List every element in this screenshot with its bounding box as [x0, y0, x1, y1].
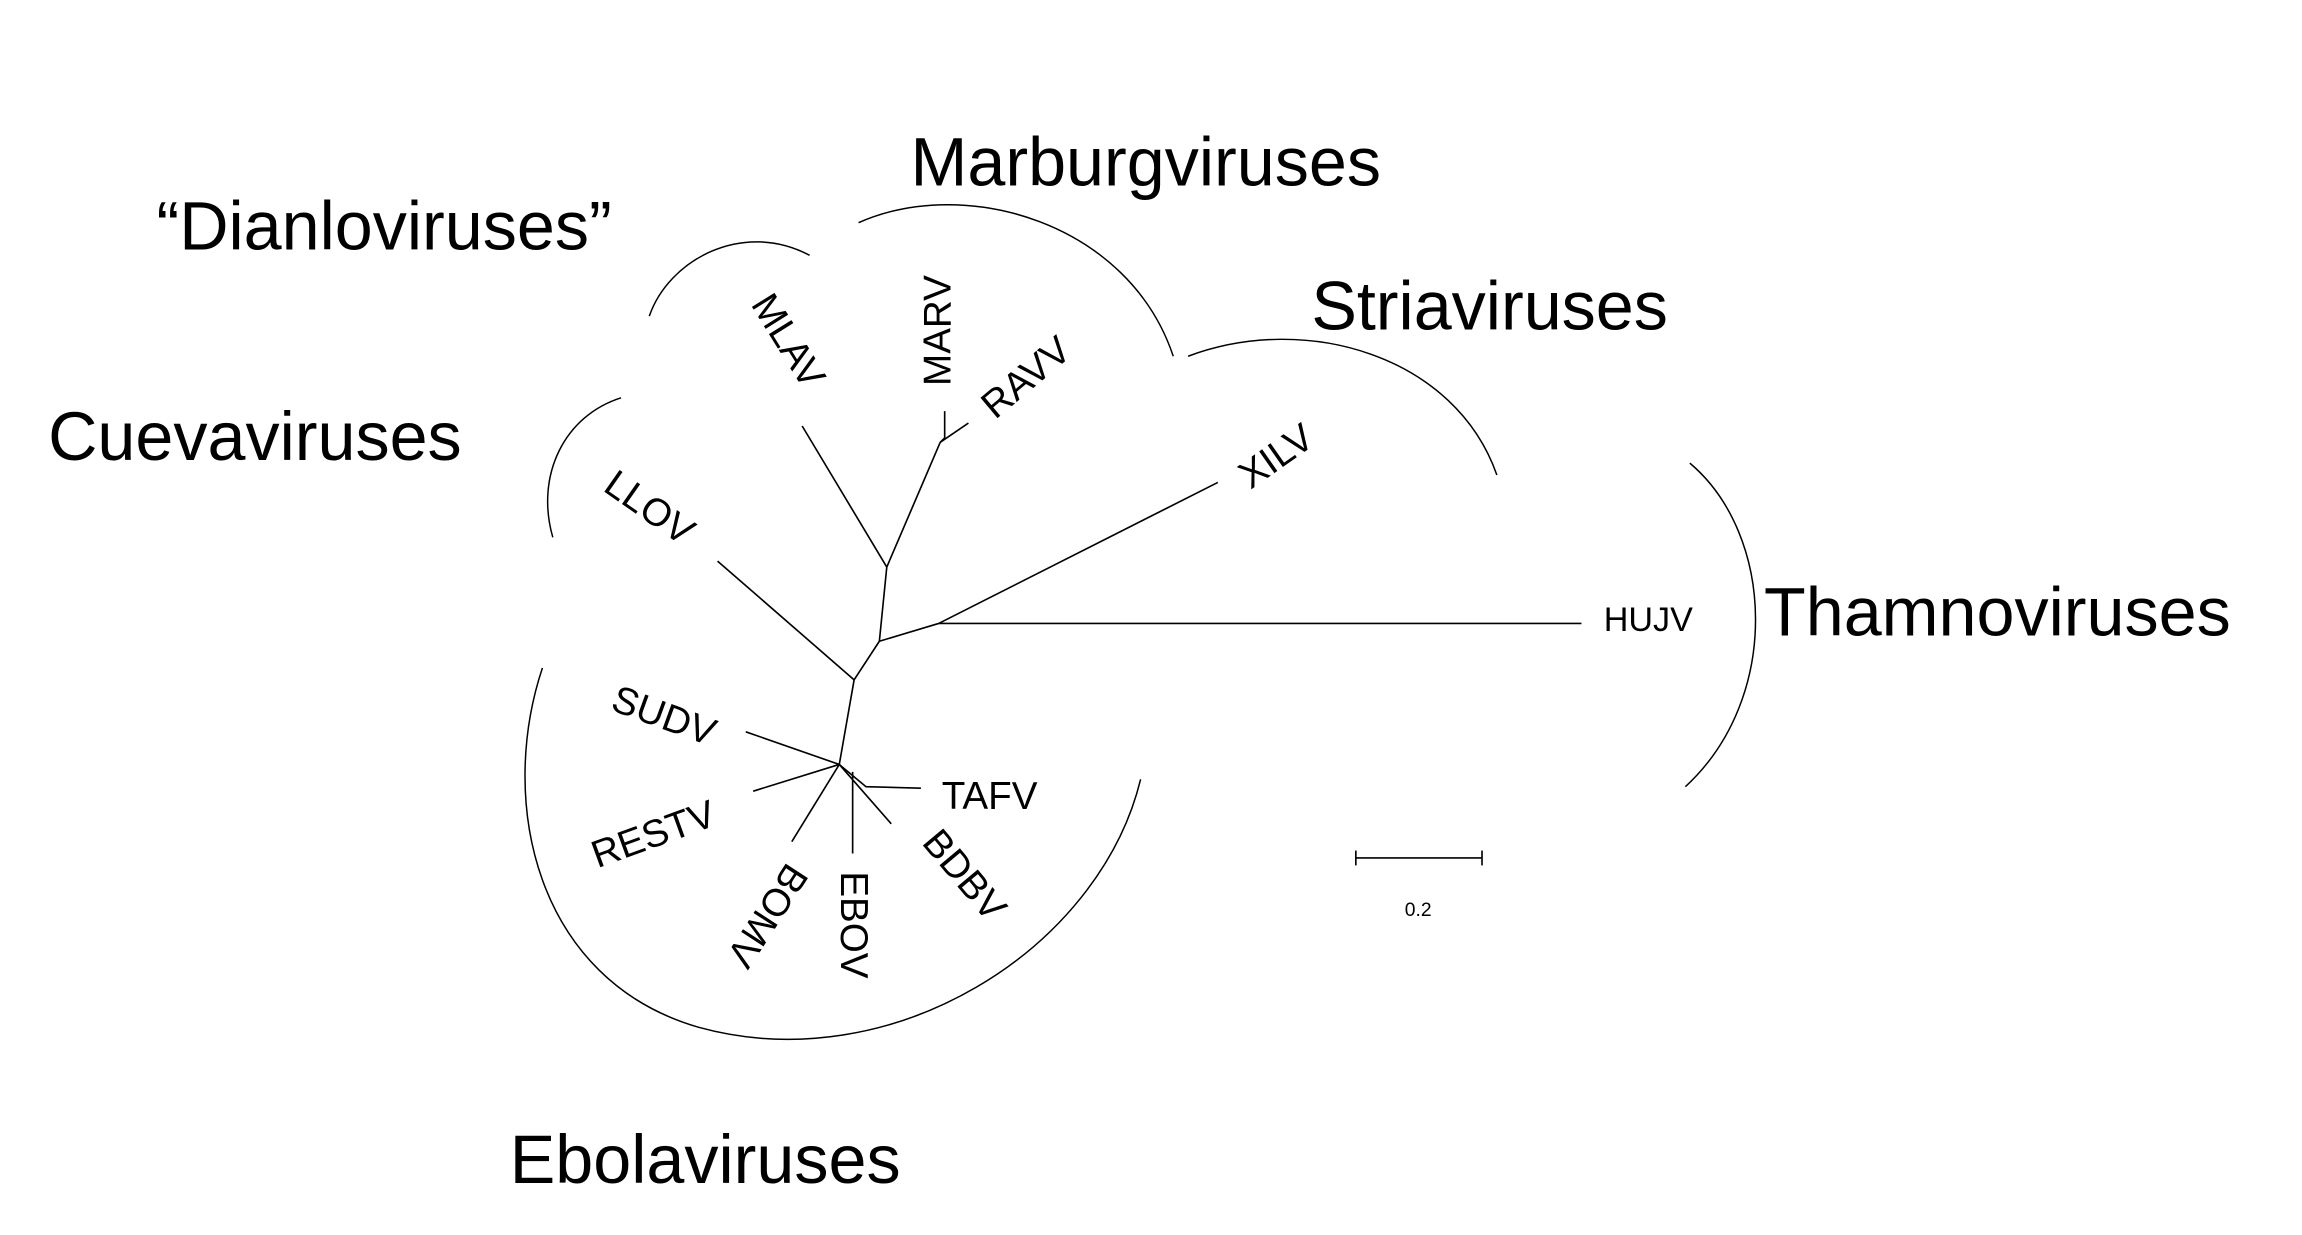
- branch-llov: [717, 560, 855, 681]
- taxon-xilv: XILV: [1231, 416, 1322, 498]
- taxon-bdbv: BDBV: [914, 821, 1015, 929]
- branch-internal-2: [879, 622, 939, 643]
- branch-internal-3: [838, 640, 881, 765]
- label-thamnoviruses: Thamnoviruses: [1764, 574, 2231, 650]
- arc-thamnoviruses: [1684, 462, 1757, 788]
- branch-bomv: [791, 764, 840, 843]
- branch-xilv: [938, 481, 1219, 625]
- tree-branches: [717, 411, 1582, 854]
- taxon-marv: MARV: [917, 275, 960, 386]
- branch-tafv: [838, 763, 921, 790]
- arc-striaviruses: [1187, 338, 1498, 476]
- taxon-sudv: SUDV: [606, 678, 722, 755]
- taxon-ravv: RAVV: [973, 328, 1079, 427]
- label-ebolaviruses: Ebolaviruses: [510, 1122, 901, 1198]
- clade-arcs: [524, 204, 1757, 1041]
- label-cuevaviruses: Cuevaviruses: [48, 399, 462, 475]
- arc-dianloviruses: [648, 241, 810, 317]
- label-marburgviruses: Marburgviruses: [911, 125, 1381, 201]
- scale-bar: 0.2: [1355, 850, 1483, 921]
- taxon-bomv: BOMV: [718, 856, 816, 975]
- taxon-llov: LLOV: [597, 462, 703, 554]
- branch-marv: [939, 411, 946, 443]
- taxon-restv: RESTV: [586, 792, 722, 876]
- arc-cuevaviruses: [546, 397, 622, 538]
- branch-mlav: [801, 425, 888, 568]
- taxon-tafv: TAFV: [942, 775, 1038, 818]
- branch-marburg-stem: [886, 442, 941, 568]
- branch-ravv: [939, 422, 969, 444]
- arc-ebolaviruses: [524, 667, 1142, 1041]
- label-striaviruses: Striaviruses: [1311, 269, 1668, 345]
- branch-internal-1: [878, 566, 888, 642]
- arc-marburgviruses: [858, 204, 1174, 357]
- taxon-mlav: MLAV: [743, 286, 834, 396]
- branch-sudv: [745, 731, 840, 766]
- branch-bdbv: [838, 763, 892, 825]
- scale-bar-label: 0.2: [1405, 900, 1432, 921]
- branch-restv: [752, 763, 840, 792]
- taxon-ebov: EBOV: [832, 871, 875, 978]
- taxon-hujv: HUJV: [1604, 601, 1693, 639]
- label-dianloviruses: “Dianloviruses”: [156, 188, 611, 264]
